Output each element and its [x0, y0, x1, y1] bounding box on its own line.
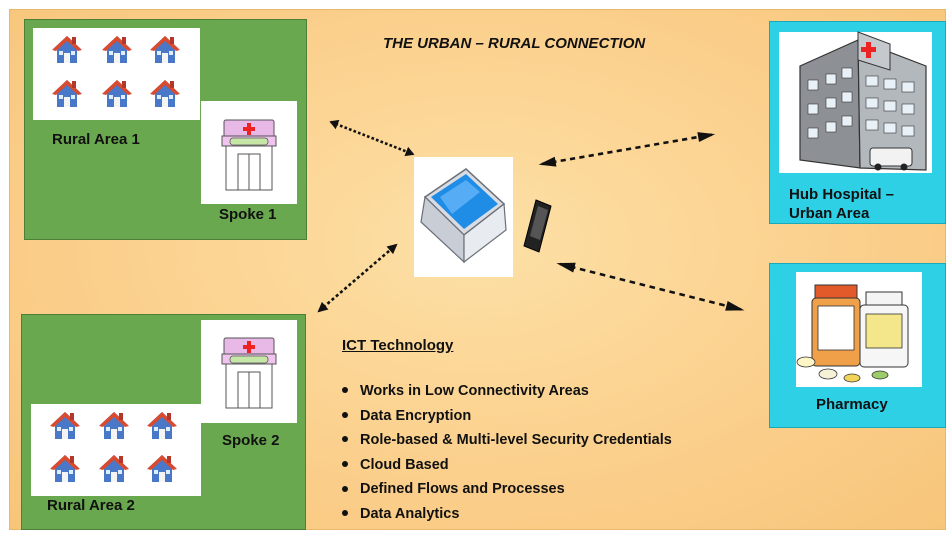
bullet-icon: [342, 510, 348, 517]
list-item: Defined Flows and Processes: [332, 479, 672, 504]
house-icon: [102, 80, 132, 107]
spoke-1-label: Spoke 1: [219, 206, 277, 223]
list-item: Cloud Based: [332, 455, 672, 480]
connection-arrow: [326, 115, 418, 161]
house-icon: [150, 36, 180, 63]
ict-feature-list: Works in Low Connectivity Areas Data Enc…: [332, 381, 672, 529]
diagram-title: THE URBAN – RURAL CONNECTION: [383, 35, 646, 52]
rural-area-1-label: Rural Area 1: [52, 131, 140, 148]
mobile-phone-icon: [523, 199, 552, 253]
bullet-icon: [342, 436, 348, 443]
house-icon: [102, 36, 132, 63]
list-item: Role-based & Multi-level Security Creden…: [332, 430, 672, 455]
list-item: Data Analytics: [332, 504, 672, 529]
house-icon: [147, 455, 177, 482]
house-icon: [150, 80, 180, 107]
house-icon: [50, 455, 80, 482]
ict-technology-title: ICT Technology: [342, 337, 454, 354]
house-icon: [99, 412, 129, 439]
connection-arrow: [555, 258, 746, 315]
hub-hospital-label-line1: Hub Hospital –: [789, 186, 895, 203]
laptop-icon: [420, 168, 507, 264]
connection-arrow: [538, 129, 716, 169]
rural-area-2-label: Rural Area 2: [47, 497, 135, 514]
house-icon: [50, 412, 80, 439]
spoke-2-label: Spoke 2: [222, 432, 280, 449]
connection-arrow: [312, 238, 403, 318]
list-item: Data Encryption: [332, 406, 672, 431]
pharmacy-label: Pharmacy: [816, 396, 888, 413]
medical-clinic-icon: [221, 337, 277, 409]
bullet-icon: [342, 485, 348, 492]
hospital-icon: [799, 31, 927, 171]
bullet-icon: [342, 460, 348, 467]
house-icon: [52, 36, 82, 63]
house-icon: [52, 80, 82, 107]
house-icon: [147, 412, 177, 439]
hub-hospital-label-line2: Urban Area: [789, 205, 870, 222]
list-item: Works in Low Connectivity Areas: [332, 381, 672, 406]
bullet-icon: [342, 411, 348, 418]
house-icon: [99, 455, 129, 482]
bullet-icon: [342, 387, 348, 394]
medicine-bottles-icon: [796, 284, 909, 383]
medical-clinic-icon: [221, 119, 277, 191]
